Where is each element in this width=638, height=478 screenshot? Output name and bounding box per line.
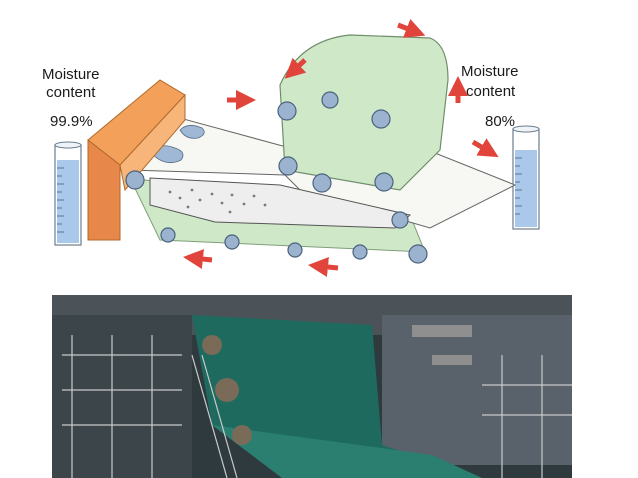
drainage-box — [149, 177, 412, 229]
left-moisture-line2: content — [46, 84, 96, 101]
headbox — [87, 79, 186, 241]
press-felt — [279, 34, 449, 191]
left-moisture-label: Moisture content — [42, 66, 100, 102]
right-moisture-value: 80% — [485, 113, 516, 130]
roller-icon — [125, 91, 428, 264]
paper-machine-photo — [52, 295, 572, 478]
right-gauge-icon — [512, 125, 540, 230]
arrow-icon — [183, 19, 499, 277]
water-drops — [168, 188, 267, 214]
left-moisture-line1: Moisture — [42, 66, 100, 83]
left-gauge-icon — [54, 141, 82, 246]
right-moisture-label-2: content — [466, 83, 516, 100]
right-moisture-label-1: Moisture — [461, 63, 519, 80]
left-moisture-value: 99.9% — [50, 113, 93, 130]
paper-machine-diagram — [54, 19, 540, 277]
